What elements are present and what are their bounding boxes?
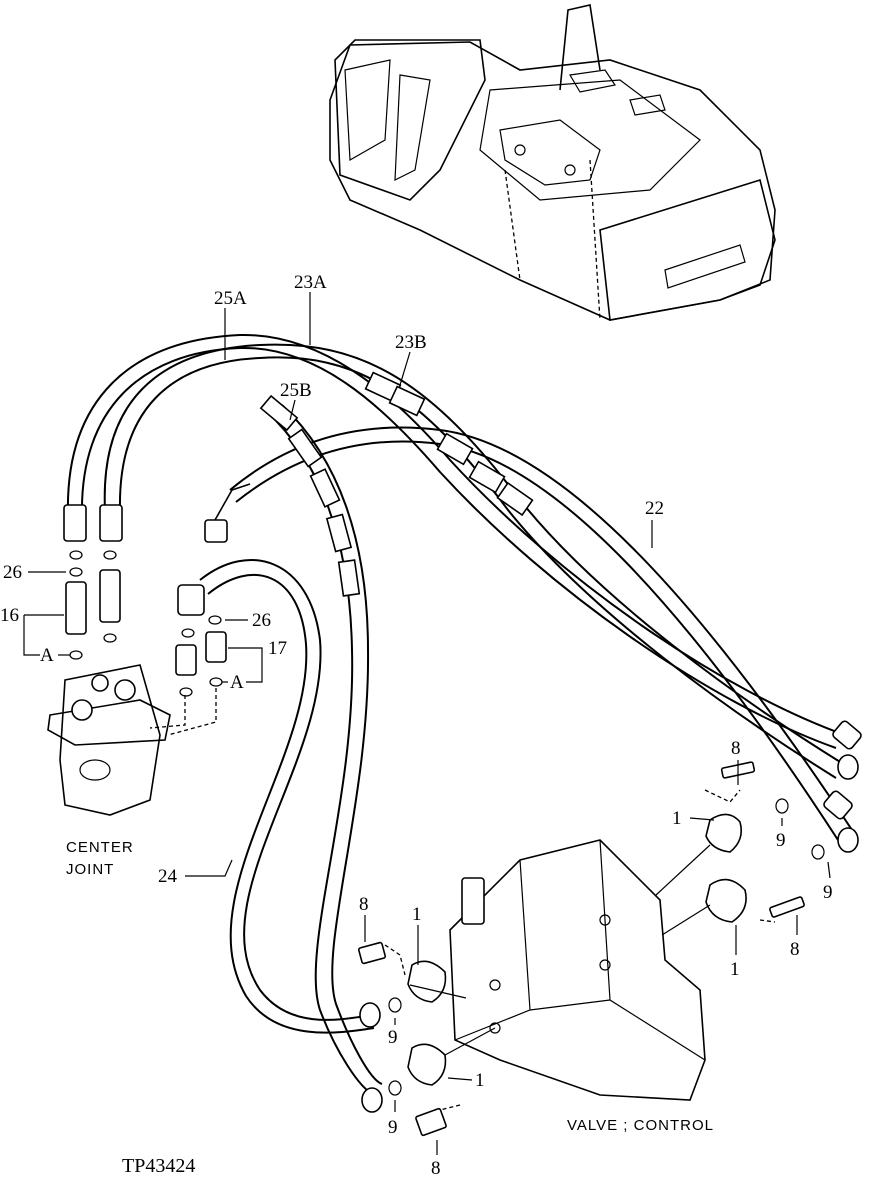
callout-24: 24	[158, 866, 178, 887]
caption-center-joint-line2: JOINT	[66, 861, 114, 878]
callout-26-right: 26	[252, 610, 271, 631]
leader-lines	[23, 292, 831, 1155]
callout-1-left: 1	[412, 904, 422, 925]
callout-23B: 23B	[395, 332, 427, 353]
callout-labels: 25A 23A 23B 25B 22 26 16 A 26 17 A 24 8 …	[0, 272, 833, 1179]
callout-A-left: A	[40, 645, 54, 666]
flanges-and-bolts	[357, 761, 825, 1137]
callout-9-top: 9	[776, 830, 786, 851]
fittings-16-17	[65, 550, 227, 697]
caption-valve-control: VALVE ; CONTROL	[567, 1117, 714, 1134]
callout-22: 22	[645, 498, 664, 519]
callout-9-right: 9	[823, 882, 833, 903]
spiral-guard-25B	[259, 394, 361, 597]
excavator-illustration	[329, 4, 776, 321]
callout-16: 16	[0, 605, 19, 626]
callout-1-bottom: 1	[475, 1070, 485, 1091]
callout-1-right: 1	[730, 959, 740, 980]
callout-8-bottom: 8	[431, 1158, 441, 1179]
callout-8-right: 8	[790, 939, 800, 960]
hose-25B	[264, 404, 383, 1096]
callout-25A: 25A	[214, 288, 247, 309]
callout-9-bottom: 9	[388, 1117, 398, 1138]
hose-24	[199, 559, 375, 1034]
center-joint	[47, 664, 217, 816]
spiral-guard-23B	[364, 371, 534, 517]
figure-id: TP43424	[122, 1155, 195, 1177]
hose-end-fittings-right	[359, 720, 862, 1113]
callout-9-left: 9	[388, 1027, 398, 1048]
caption-center-joint-line1: CENTER	[66, 839, 134, 856]
callout-17: 17	[268, 638, 287, 659]
callout-1-top: 1	[672, 808, 682, 829]
callout-8-left: 8	[359, 894, 369, 915]
callout-25B: 25B	[280, 380, 312, 401]
control-valve	[449, 839, 706, 1101]
callout-26-left: 26	[3, 562, 22, 583]
callout-A-right: A	[230, 672, 244, 693]
callout-8-top: 8	[731, 738, 741, 759]
callout-23A: 23A	[294, 272, 327, 293]
hose-end-fittings-left	[63, 483, 251, 616]
